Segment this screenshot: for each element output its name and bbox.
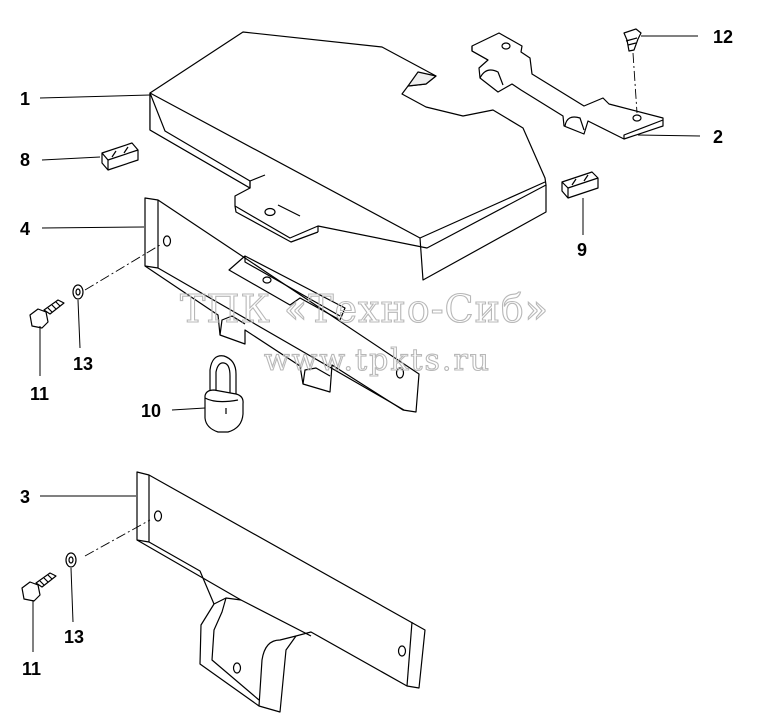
- part-bolt-upper: [29, 299, 65, 329]
- part-padlock: [204, 355, 244, 433]
- part-washer-lower: [65, 552, 77, 568]
- part-bolt-lower: [21, 572, 57, 602]
- callout-13-upper: 13: [73, 354, 93, 374]
- cover-hole: [264, 207, 276, 217]
- part-washer-upper: [72, 284, 84, 300]
- part-clip-right: [561, 171, 599, 199]
- callout-10: 10: [141, 401, 161, 421]
- hinge-hole-right: [632, 114, 642, 122]
- callout-9: 9: [577, 240, 587, 260]
- callout-11-lower: 11: [22, 659, 41, 679]
- lower-hole-right: [397, 645, 407, 657]
- watermark-url: www.tpkts.ru: [264, 343, 491, 378]
- bracket-center-hole: [262, 276, 272, 284]
- callout-labels: 1 2 3 4 8 9 10 11 12 13 11 13: [20, 27, 733, 679]
- hinge-hole-left: [501, 42, 511, 50]
- lower-hole-left: [153, 510, 163, 522]
- part-upper-bracket: [84, 197, 420, 413]
- bracket-hole-right: [395, 367, 405, 379]
- callout-13-lower: 13: [64, 627, 84, 647]
- part-clip-left: [101, 142, 139, 171]
- callout-2: 2: [713, 127, 723, 147]
- watermark-company: ТПК «Техно-Сиб»: [180, 287, 549, 331]
- bracket-hole-left: [162, 235, 172, 247]
- callout-4: 4: [20, 219, 30, 239]
- callout-11-upper: 11: [30, 384, 49, 404]
- callout-12: 12: [713, 27, 733, 47]
- part-hinge-plate: [471, 32, 664, 140]
- part-lower-bracket: [84, 471, 426, 713]
- leader-lines: [32, 35, 701, 652]
- watermark: ТПК «Техно-Сиб» www.tpkts.ru: [179, 286, 549, 378]
- callout-8: 8: [20, 150, 30, 170]
- callout-3: 3: [20, 487, 30, 507]
- part-screw: [623, 28, 642, 114]
- callout-1: 1: [20, 89, 30, 109]
- lower-hole-bottom: [232, 662, 242, 674]
- part-cover: [149, 31, 547, 281]
